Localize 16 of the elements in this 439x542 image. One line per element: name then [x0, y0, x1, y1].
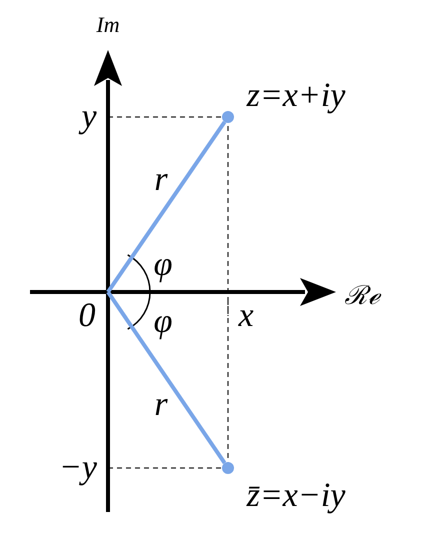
tick-label: y — [81, 100, 97, 134]
edge-label: r — [154, 388, 168, 422]
line-segment — [106, 120, 226, 294]
point-dot — [222, 111, 234, 123]
angle-label: φ — [154, 248, 172, 282]
line-segment — [106, 290, 226, 464]
origin-label: 0 — [78, 299, 96, 333]
point-label: z̄=x−iy — [246, 479, 346, 513]
axis-label: Im — [96, 14, 120, 36]
axis-label: ℛℯ — [344, 283, 380, 309]
tick-label: −y — [58, 451, 98, 485]
point-dot — [222, 462, 234, 474]
point-label: z=x+iy — [246, 79, 346, 113]
edge-label: r — [154, 163, 168, 197]
tick-label: x — [238, 299, 254, 333]
angle-label: φ — [154, 305, 172, 339]
